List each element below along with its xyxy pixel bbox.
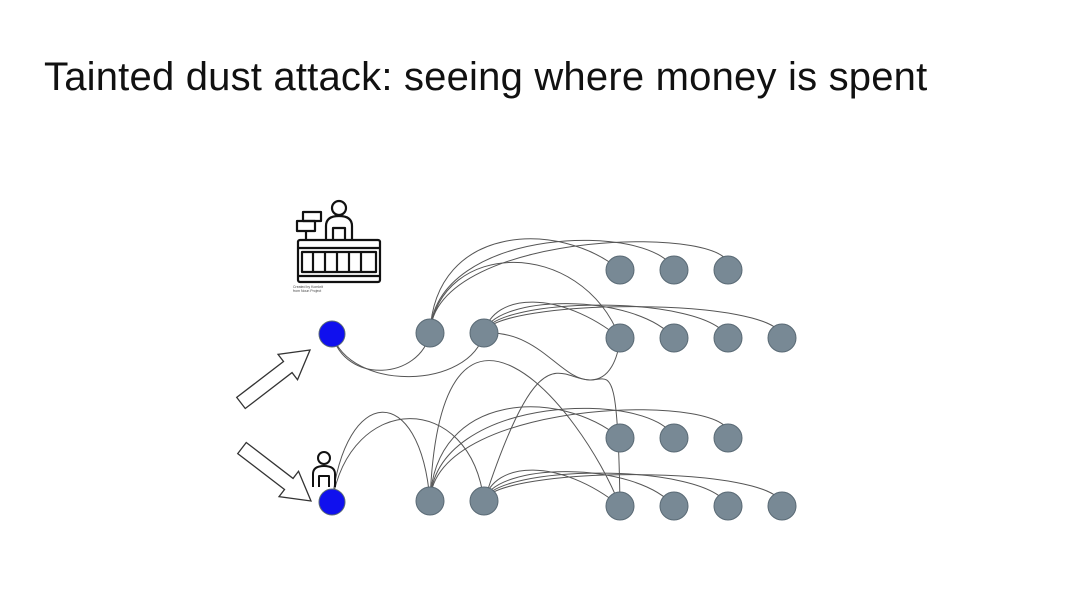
arrow-to-person-dust <box>236 441 313 502</box>
edge-person-b-lower-4 <box>483 474 783 507</box>
edge-person-dust-a <box>331 411 431 503</box>
edge-merchant-a-upper-3 <box>429 241 730 334</box>
edge-merchant-a-upper-1 <box>429 238 621 334</box>
graph-nodes <box>318 255 797 521</box>
tx-node-merchant-b <box>469 318 499 348</box>
output-node-person-upper-3 <box>713 423 743 453</box>
icon-attribution: Created by Komkrit from Noun Project <box>293 285 353 293</box>
output-node-merchant-lower-2 <box>659 323 689 353</box>
output-node-person-upper-1 <box>605 423 635 453</box>
edge-merchant-b-lower-3 <box>483 304 729 339</box>
tx-node-merchant-a <box>415 318 445 348</box>
edge-person-b-dip <box>483 372 621 507</box>
output-node-merchant-upper-1 <box>605 255 635 285</box>
arrow-to-merchant-dust <box>235 349 312 410</box>
tx-node-person-b <box>469 486 499 516</box>
edge-person-a-upper-1 <box>429 406 621 502</box>
merchant-cashier-icon <box>295 199 382 284</box>
output-node-merchant-lower-1 <box>605 323 635 353</box>
edge-person-a-upper-2 <box>429 407 675 502</box>
edge-merchant-b-dip <box>483 332 621 381</box>
output-node-merchant-lower-4 <box>767 323 797 353</box>
dust-node-merchant <box>318 320 346 348</box>
edge-person-b-lower-3 <box>483 472 729 507</box>
edge-merchant-dust-a <box>331 332 431 371</box>
output-node-merchant-lower-3 <box>713 323 743 353</box>
output-node-person-lower-4 <box>767 491 797 521</box>
edge-merchant-a-upper-2 <box>429 239 675 334</box>
tx-node-person-a <box>415 486 445 516</box>
edge-merchant-b-lower-4 <box>483 306 783 339</box>
edge-person-a-upper-3 <box>429 409 730 502</box>
edge-merchant-b-lower-2 <box>483 303 675 339</box>
person-icon <box>312 451 336 487</box>
output-node-merchant-upper-2 <box>659 255 689 285</box>
edge-merchant-dust-b <box>331 332 485 378</box>
output-node-person-lower-3 <box>713 491 743 521</box>
output-node-merchant-upper-3 <box>713 255 743 285</box>
edge-merchant-a-lower-1 <box>429 262 621 339</box>
dust-node-person <box>318 488 346 516</box>
graph-edges <box>331 238 783 507</box>
slide-title: Tainted dust attack: seeing where money … <box>44 55 928 99</box>
edge-person-a-lower-1 <box>429 360 621 507</box>
output-node-person-lower-1 <box>605 491 635 521</box>
output-node-person-lower-2 <box>659 491 689 521</box>
output-node-person-upper-2 <box>659 423 689 453</box>
icon-credit-line-1: Created by Komkrit <box>293 285 323 289</box>
edge-person-dust-b <box>331 418 485 503</box>
icon-credit-line-2: from Noun Project <box>293 289 322 293</box>
edge-person-b-lower-2 <box>483 471 675 507</box>
